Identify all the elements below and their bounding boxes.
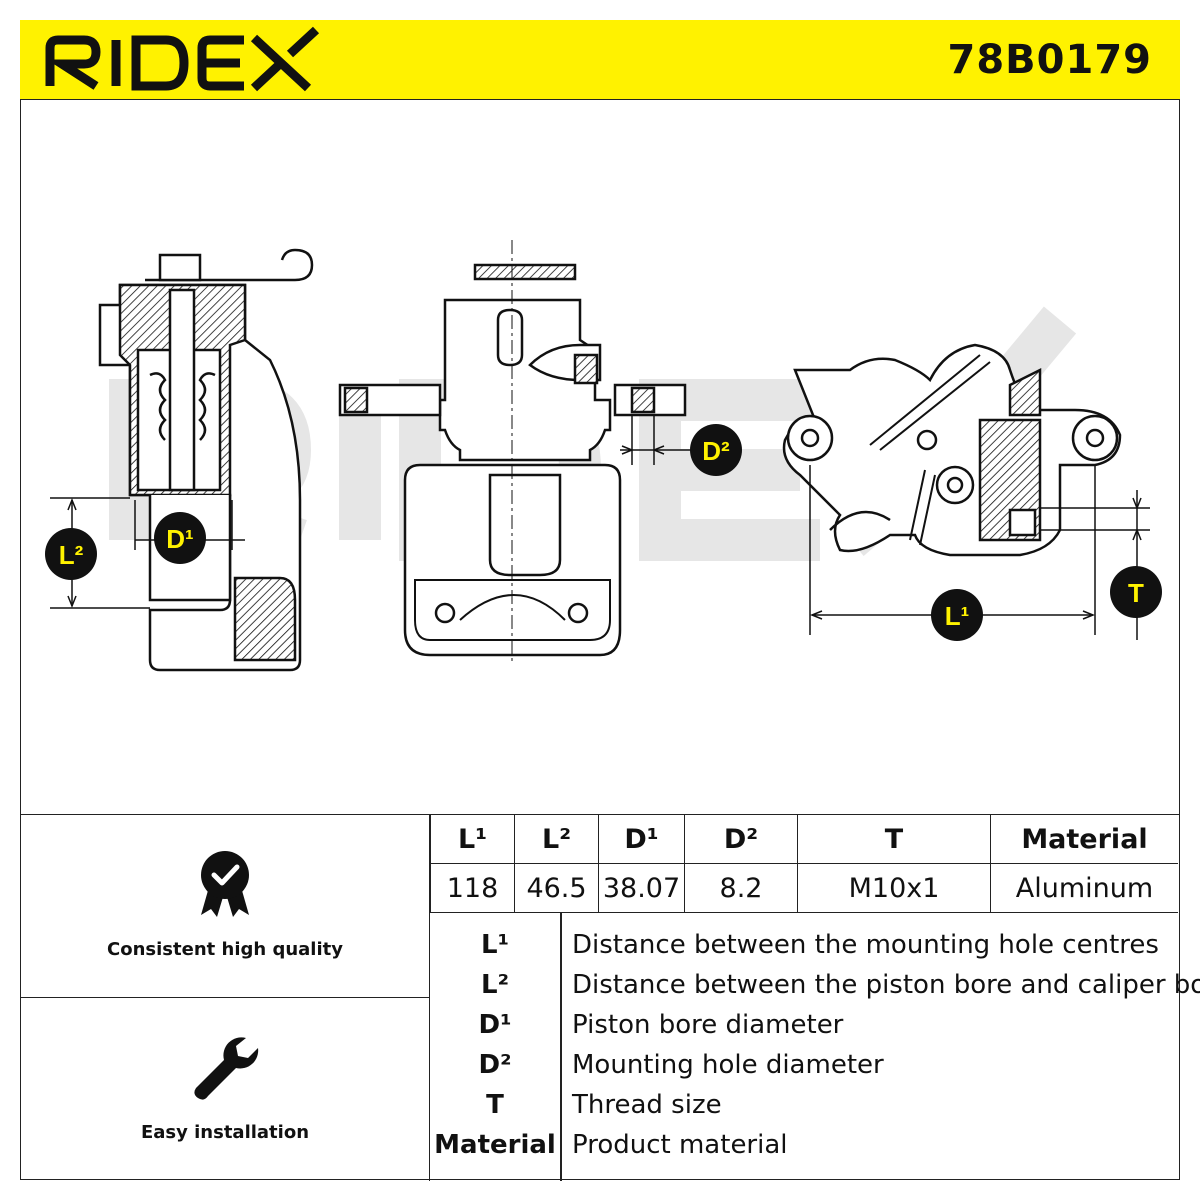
spec-value-l1: 118 bbox=[430, 863, 515, 913]
callout-d1: D¹ bbox=[154, 512, 206, 564]
svg-text:L¹: L¹ bbox=[945, 601, 970, 631]
specs-section: Consistent high quality Easy installatio… bbox=[20, 814, 1200, 1181]
l2-dimension bbox=[50, 497, 150, 609]
features-panel: Consistent high quality Easy installatio… bbox=[20, 815, 430, 1181]
svg-text:D²: D² bbox=[702, 436, 730, 466]
spec-value-material: Aluminum bbox=[990, 863, 1178, 913]
feature-installation: Easy installation bbox=[20, 998, 430, 1181]
svg-text:T: T bbox=[1128, 578, 1144, 608]
ridex-logo bbox=[45, 26, 320, 92]
spec-value-d1: 38.07 bbox=[598, 863, 685, 913]
spec-value-t: M10x1 bbox=[797, 863, 991, 913]
spec-header-material: Material bbox=[990, 815, 1178, 864]
legend-key: Material bbox=[434, 1130, 556, 1160]
spec-header-l2: L² bbox=[514, 815, 599, 864]
header-bar: 78B0179 bbox=[20, 20, 1180, 100]
spec-header-t: T bbox=[797, 815, 991, 864]
svg-text:L²: L² bbox=[59, 540, 84, 570]
caliper-side-section-view bbox=[98, 248, 314, 672]
spec-table-header-row: L¹ L² D¹ D² T Material bbox=[430, 815, 1178, 864]
legend-key: D¹ bbox=[478, 1010, 512, 1040]
wrench-icon bbox=[194, 1037, 259, 1100]
legend-description: Product material bbox=[572, 1130, 788, 1160]
spec-table: L¹ L² D¹ D² T Material 118 46.5 38.07 8.… bbox=[430, 815, 1178, 913]
legend-divider bbox=[560, 913, 562, 1181]
spec-header-l1: L¹ bbox=[430, 815, 515, 864]
legend-description: Mounting hole diameter bbox=[572, 1050, 884, 1080]
callout-l1: L¹ bbox=[931, 589, 983, 641]
callout-d2: D² bbox=[690, 424, 742, 476]
feature-quality: Consistent high quality bbox=[20, 815, 430, 998]
legend-description: Thread size bbox=[572, 1090, 722, 1120]
legend-description: Piston bore diameter bbox=[572, 1010, 844, 1040]
legend-row: D¹ Piston bore diameter bbox=[430, 1005, 1180, 1045]
legend-row: L¹ Distance between the mounting hole ce… bbox=[430, 925, 1180, 965]
d2-dimension bbox=[620, 415, 700, 465]
legend-row: D² Mounting hole diameter bbox=[430, 1045, 1180, 1085]
legend-table: L¹ Distance between the mounting hole ce… bbox=[430, 913, 1200, 1181]
spec-table-value-row: 118 46.5 38.07 8.2 M10x1 Aluminum bbox=[430, 863, 1178, 913]
quality-badge-icon bbox=[201, 851, 249, 917]
legend-row: T Thread size bbox=[430, 1085, 1180, 1125]
legend-key: L² bbox=[481, 970, 509, 1000]
legend-description: Distance between the piston bore and cal… bbox=[572, 970, 1200, 1000]
caliper-rear-view bbox=[782, 343, 1122, 557]
technical-drawing: L² D¹ D² L¹ T bbox=[45, 240, 1162, 672]
legend-key: D² bbox=[478, 1050, 512, 1080]
legend-row: Material Product material bbox=[430, 1125, 1180, 1165]
feature-label-quality: Consistent high quality bbox=[107, 939, 343, 960]
caliper-front-view bbox=[338, 240, 687, 665]
feature-label-installation: Easy installation bbox=[140, 1122, 310, 1143]
spec-header-d1: D¹ bbox=[598, 815, 685, 864]
part-number: 78B0179 bbox=[947, 37, 1152, 83]
legend-description: Distance between the mounting hole centr… bbox=[572, 930, 1159, 960]
spec-value-d2: 8.2 bbox=[684, 863, 798, 913]
spec-value-l2: 46.5 bbox=[514, 863, 599, 913]
callout-t: T bbox=[1110, 566, 1162, 618]
legend-key: T bbox=[486, 1090, 504, 1120]
spec-header-d2: D² bbox=[684, 815, 798, 864]
callout-l2: L² bbox=[45, 528, 97, 580]
svg-text:D¹: D¹ bbox=[166, 524, 193, 554]
legend-key: L¹ bbox=[481, 930, 509, 960]
legend-row: L² Distance between the piston bore and … bbox=[430, 965, 1200, 1005]
